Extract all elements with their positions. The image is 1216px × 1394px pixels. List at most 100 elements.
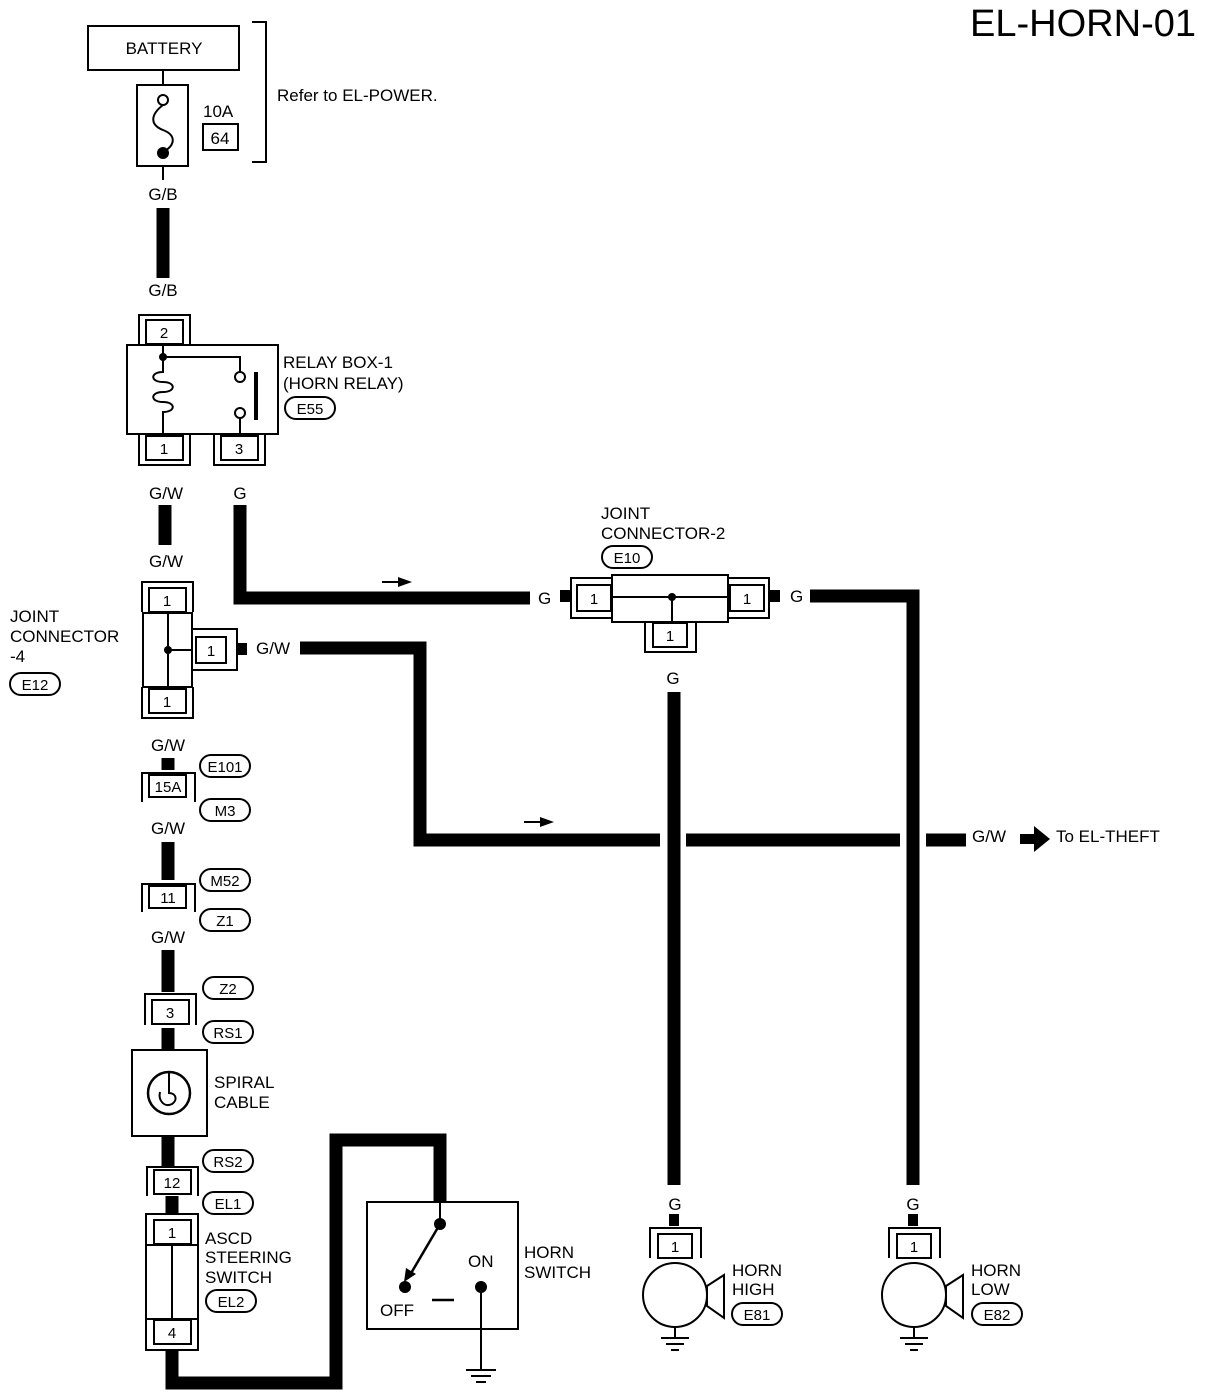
jc4-pin-bottom: 1 [163, 694, 171, 711]
flow-arrows [382, 577, 554, 827]
relay-pin-3-shell [213, 434, 266, 466]
off-label: OFF [380, 1301, 414, 1320]
code-e101: E101 [207, 759, 242, 776]
wire-label-gw-1: G/W [149, 484, 183, 503]
theft-label: To EL-THEFT [1056, 827, 1160, 846]
relay-code-badge [284, 396, 336, 420]
joint-connector-2: 1 1 1 JOINT CONNECTOR-2 E10 [560, 504, 780, 653]
relay-contact-top [234, 371, 246, 383]
relay-title-1: RELAY BOX-1 [283, 353, 393, 372]
jc4-right-shell [192, 628, 238, 671]
jc4-code-badge [9, 672, 61, 696]
jc4-pin-top: 1 [163, 593, 171, 610]
jc4-bottom-pin-box [148, 688, 187, 714]
wire-label-g-jc2-in: G [538, 589, 551, 608]
z1-badge [199, 908, 251, 932]
jc4-pin-right: 1 [207, 643, 215, 660]
wire-label-gb-top: G/B [148, 185, 177, 204]
m52-badge [199, 868, 251, 892]
ascd-code-badge [205, 1289, 257, 1313]
jc2-pin-left: 1 [590, 591, 598, 608]
jc2-title-1: JOINT [601, 504, 650, 523]
relay-pin-2: 2 [160, 325, 168, 342]
relay-top-connector-shell [138, 314, 191, 345]
horn-high-title-2: HIGH [732, 1280, 775, 1299]
horn-low-title-2: LOW [971, 1280, 1010, 1299]
horn-low: G 1 HORN LOW E82 [881, 1195, 1023, 1351]
refer-note: Refer to EL-POWER. [277, 86, 438, 105]
bracket [252, 21, 267, 163]
horn-low-title-1: HORN [971, 1261, 1021, 1280]
ascd-title-3: SWITCH [205, 1268, 272, 1287]
horn-high-code: E81 [744, 1307, 771, 1324]
fuse-top-terminal [157, 94, 169, 106]
relay-box: 2 1 3 RELAY BOX-1 (HORN RELAY) E55 [126, 314, 404, 466]
fuse-number: 64 [211, 129, 230, 148]
c15a-shell [141, 772, 196, 802]
code-z1: Z1 [216, 913, 234, 930]
wire-label-g-high: G [668, 1195, 681, 1214]
horn-high-icon [642, 1262, 708, 1328]
wire-label-gw-2: G/W [149, 552, 183, 571]
horn-low-pin: 1 [910, 1239, 918, 1256]
horn-high: G 1 HORN HIGH E81 [642, 1195, 783, 1351]
code-el1: EL1 [215, 1196, 242, 1213]
jc2-junction [668, 593, 676, 601]
c11-box [148, 885, 187, 909]
fuse-icon [152, 104, 174, 153]
relay-pin-1-box [145, 435, 184, 461]
wire-label-gb-bottom: G/B [148, 281, 177, 300]
joint-connector-4: 1 1 1 JOINT CONNECTOR -4 E12 [9, 581, 247, 719]
jc2-title-2: CONNECTOR-2 [601, 524, 725, 543]
c3-box [151, 999, 190, 1025]
wire-label-gw-theft: G/W [972, 827, 1006, 846]
jc2-bottom-pin-box [652, 622, 688, 648]
wire-label-gw-4: G/W [151, 819, 185, 838]
jc4-top-shell [141, 581, 194, 612]
horn-switch-title-1: HORN [524, 1243, 574, 1262]
jc4-code: E12 [22, 677, 49, 694]
spiral-title-2: CABLE [214, 1093, 270, 1112]
connector-12: 12 [164, 1175, 181, 1192]
horn-low-connector-shell [888, 1227, 941, 1258]
connector-3: 3 [166, 1005, 174, 1022]
relay-pin-1: 1 [160, 441, 168, 458]
rs1-badge [202, 1020, 254, 1044]
relay-contact-bottom [234, 407, 246, 419]
relay-pin-3: 3 [235, 441, 243, 458]
connector-11: 11 [160, 890, 176, 907]
jc2-left-shell [570, 577, 612, 619]
jc2-right-stub [770, 590, 780, 602]
jc2-code-badge [601, 545, 653, 569]
wire-label-gw-3: G/W [151, 736, 185, 755]
jc4-title-2: CONNECTOR [10, 627, 119, 646]
flow-arrow-icon-1 [398, 577, 412, 587]
relay-pin-1-shell [138, 434, 191, 466]
spiral-icon [158, 1072, 177, 1106]
theft-arrow-icon [1020, 826, 1050, 852]
code-rs2: RS2 [213, 1154, 242, 1171]
horn-switch-arrow-icon [404, 1268, 416, 1282]
wire-ascd-to-horn-switch [165, 1133, 447, 1390]
off-contact [399, 1281, 411, 1293]
c15a-box [148, 774, 187, 798]
connector-15a: 15A [155, 779, 182, 796]
relay-switch-feed [163, 356, 241, 372]
ascd-steering-switch: 1 4 ASCD STEERING SWITCH EL2 [145, 1213, 292, 1351]
jc4-title-1: JOINT [10, 607, 59, 626]
battery-box [87, 25, 240, 71]
wire-label-g-low: G [906, 1195, 919, 1214]
ascd-code: EL2 [218, 1294, 245, 1311]
jc4-bottom-shell [141, 687, 194, 719]
el1-badge [202, 1191, 254, 1215]
horn-low-icon [881, 1262, 947, 1328]
horn-high-pin-box [657, 1233, 693, 1259]
horn-low-bell [945, 1273, 964, 1320]
wire-gw-theft-1 [300, 641, 660, 847]
code-rs1: RS1 [213, 1025, 242, 1042]
wire-g-to-horn-low [810, 589, 920, 1185]
horn-low-pin-box [896, 1233, 932, 1259]
z2-badge [202, 976, 254, 1000]
code-m3: M3 [215, 803, 236, 820]
